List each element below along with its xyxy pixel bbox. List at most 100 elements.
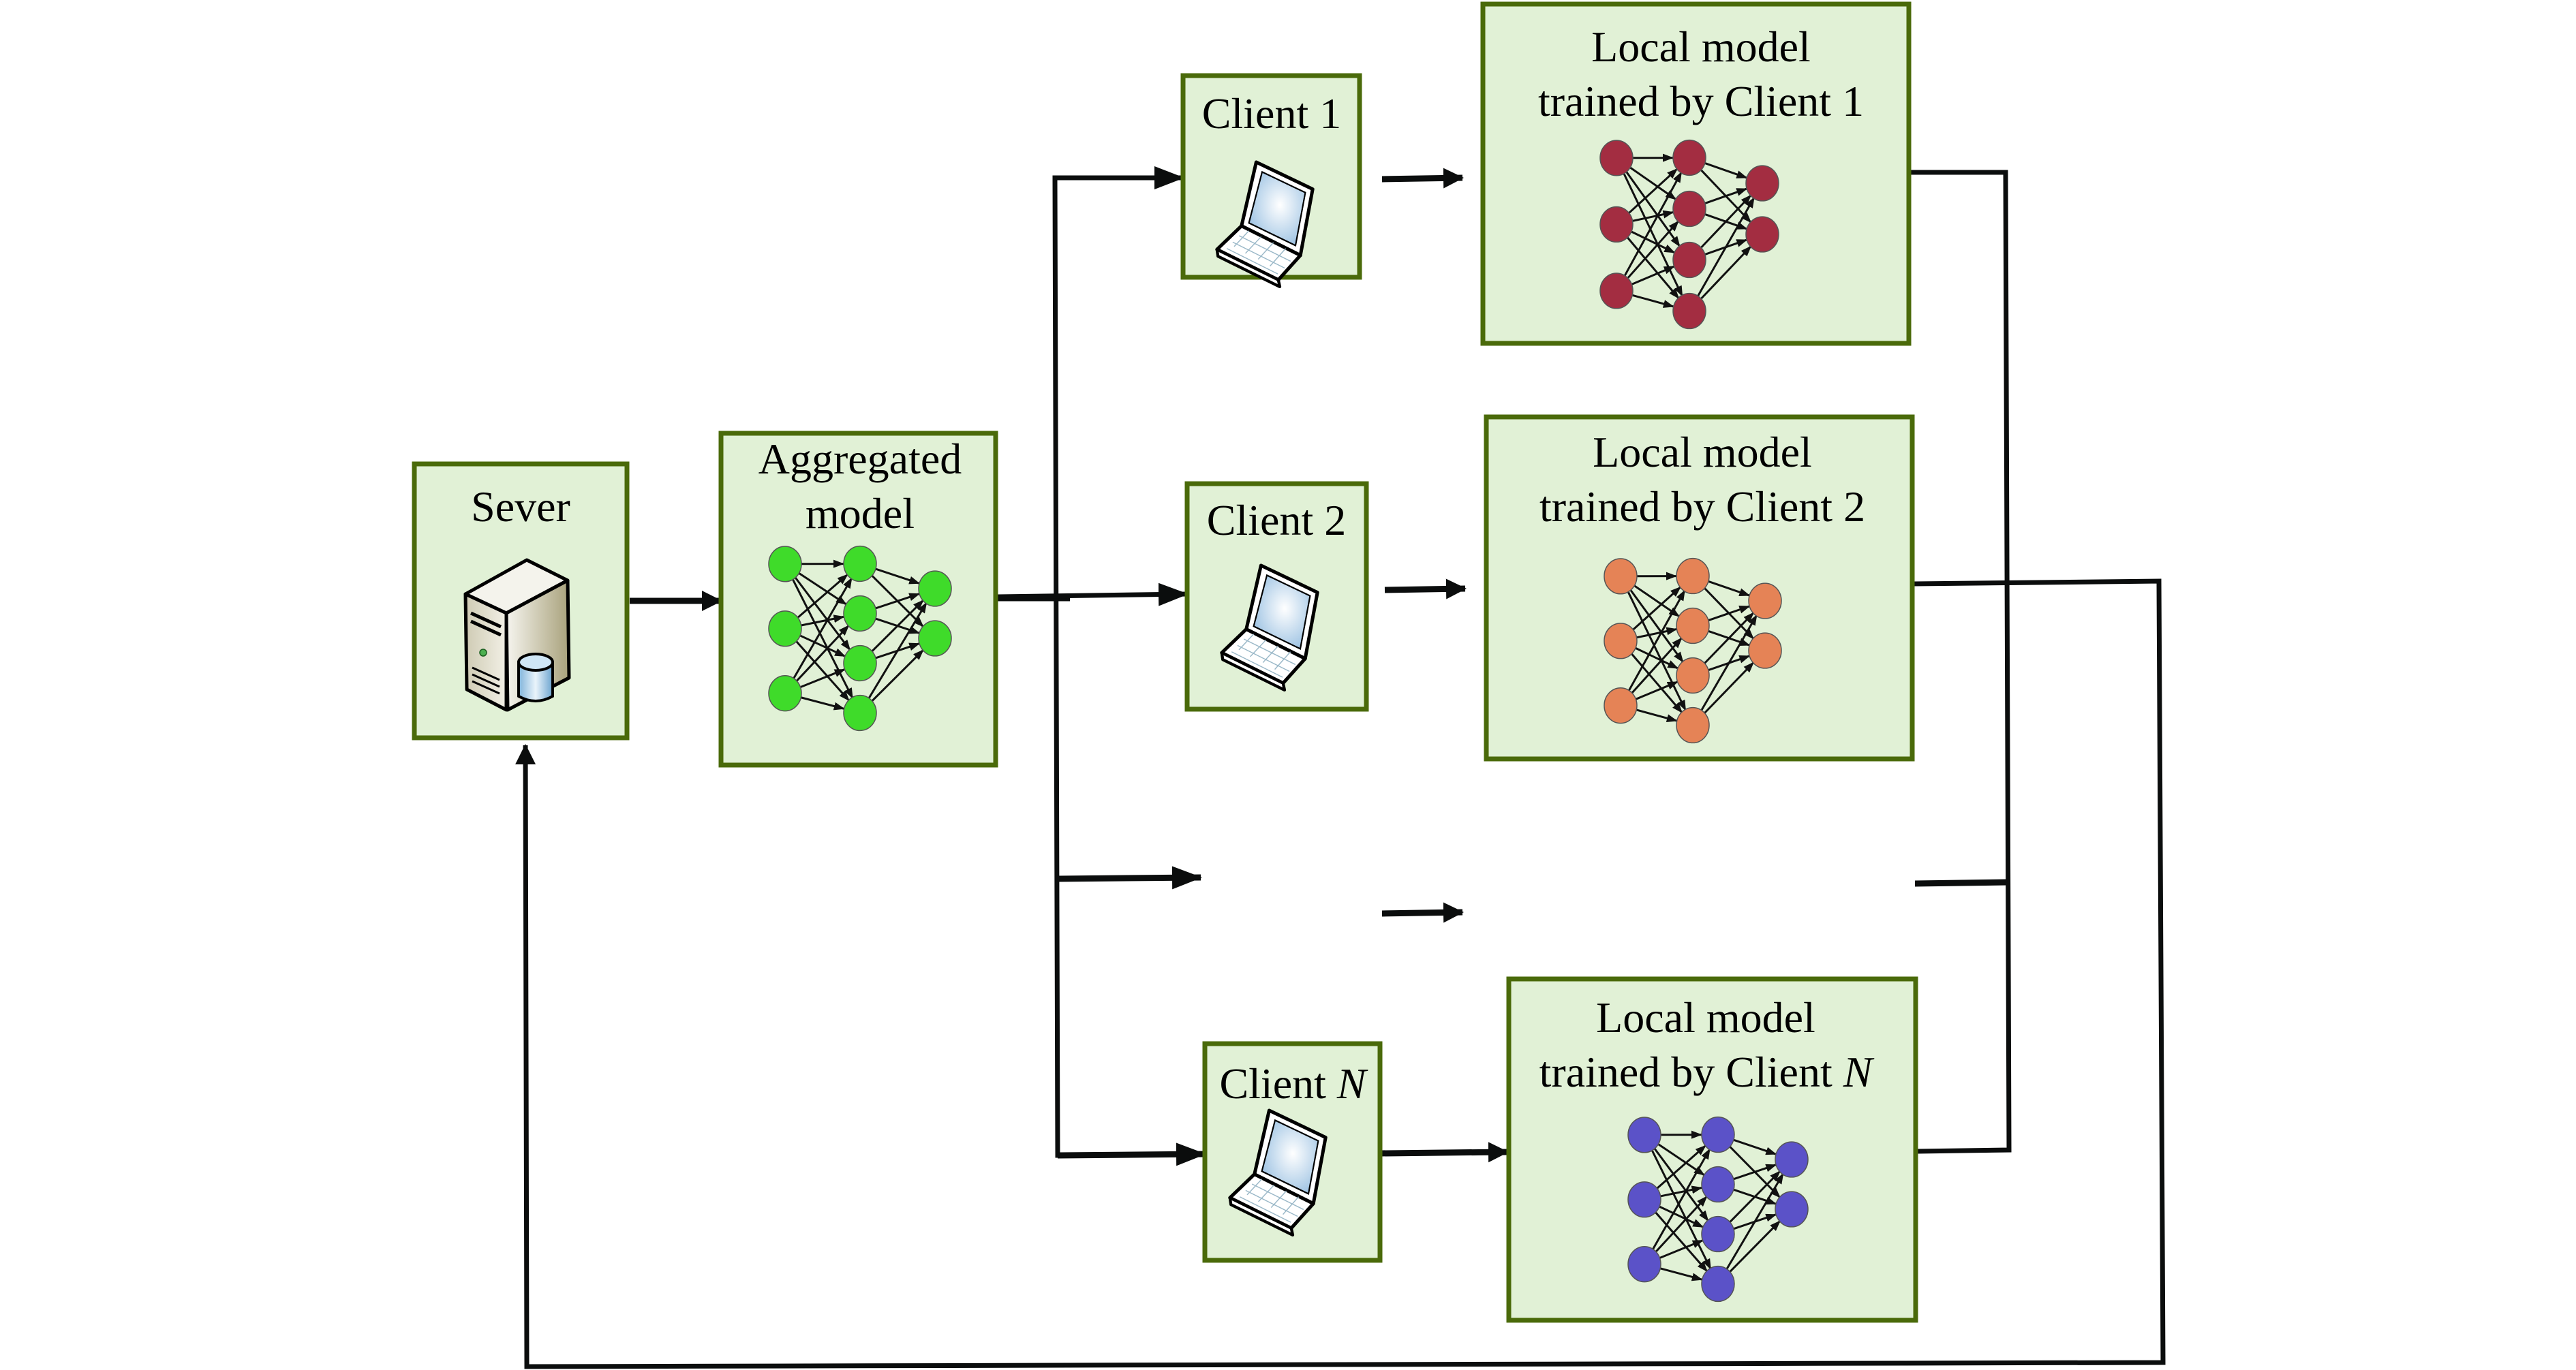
network-node	[1672, 139, 1706, 176]
network-edge	[870, 599, 925, 653]
network-edge	[1657, 1143, 1705, 1177]
network-node	[1676, 706, 1710, 744]
network-edge	[1627, 589, 1686, 692]
network-edge	[1704, 187, 1748, 204]
network-node	[843, 644, 877, 682]
local-model-1-label-line1: Local model	[1591, 22, 1811, 71]
arrow-to-client-ellipsis	[1057, 866, 1202, 890]
local-model-2-node[interactable]: Local model trained by Client 2	[1484, 414, 1915, 762]
network-edge	[1631, 294, 1674, 308]
network-edge	[1700, 614, 1758, 712]
network-node	[1701, 1265, 1735, 1303]
network-edge	[1728, 1220, 1781, 1273]
network-edge	[794, 576, 851, 651]
network-node	[1745, 216, 1779, 253]
network-edge	[1636, 709, 1678, 723]
network-edge	[1708, 605, 1751, 622]
server-database-icon	[463, 558, 571, 712]
network-edge	[1656, 1145, 1706, 1190]
network-node	[1604, 687, 1638, 724]
distribution-bus	[1052, 175, 1070, 1158]
network-node	[768, 546, 802, 582]
network-node	[1676, 657, 1710, 694]
network-edge	[800, 696, 845, 711]
feedback-loop	[515, 578, 2166, 1369]
network-edge	[1703, 661, 1755, 715]
network-node	[1745, 165, 1779, 202]
network-node	[1599, 206, 1634, 243]
client-2-node[interactable]: Client 2	[1184, 481, 1369, 712]
network-node	[1672, 292, 1706, 330]
local-model-1-node[interactable]: Local model trained by Client 1	[1480, 1, 1912, 346]
network-edge	[1631, 586, 1682, 631]
aggregated-model-node[interactable]: Aggregated model	[718, 431, 998, 768]
arrow-to-client-2	[996, 582, 1189, 606]
network-edge	[1659, 1239, 1704, 1259]
client-1-label: Client 1	[1202, 89, 1341, 138]
network-edge	[1728, 1170, 1781, 1224]
network-edge	[1655, 1196, 1708, 1254]
network-node	[1676, 607, 1710, 644]
network-edge	[1632, 210, 1674, 222]
network-edge	[1626, 220, 1680, 279]
network-edge	[1704, 162, 1748, 179]
network-node	[1775, 1191, 1809, 1228]
network-edge	[1653, 1147, 1709, 1222]
network-edge	[1700, 245, 1752, 300]
network-node	[1701, 1166, 1735, 1203]
collection-bus	[1910, 170, 2012, 1154]
arrow-client-n-to-local-n	[1381, 1142, 1509, 1163]
network-node	[843, 545, 877, 582]
network-edge	[1635, 681, 1678, 700]
network-edge	[795, 640, 850, 702]
client-n-node[interactable]: Client N	[1202, 1041, 1383, 1263]
network-edge	[1733, 1138, 1777, 1155]
network-node	[1672, 241, 1706, 279]
neural-network-icon	[1627, 1116, 1809, 1303]
network-edge	[801, 614, 845, 627]
network-node	[843, 694, 877, 732]
network-edge	[1622, 172, 1684, 297]
neural-network-icon	[1604, 557, 1782, 744]
network-node	[768, 610, 802, 647]
local-model-1-label-line2: trained by Client 1	[1538, 77, 1864, 125]
local-model-n-node[interactable]: Local model trained by Client N	[1506, 976, 1918, 1323]
neural-network-icon	[1599, 139, 1779, 330]
network-edge	[1627, 590, 1687, 711]
network-edge	[795, 624, 850, 683]
network-edge	[1629, 589, 1685, 663]
network-edge	[799, 668, 846, 689]
network-edge	[1733, 1164, 1777, 1181]
arrow-client-1-to-local-1	[1381, 168, 1464, 189]
aggregated-model-label-line2: model	[806, 489, 915, 538]
network-node	[1604, 558, 1638, 595]
neural-network-icon	[768, 545, 952, 732]
network-edge	[791, 578, 854, 699]
network-edge	[870, 649, 925, 702]
network-edge	[1708, 580, 1751, 597]
network-node	[1676, 557, 1710, 595]
network-node	[1627, 1245, 1661, 1283]
network-edge	[868, 602, 927, 700]
client-2-label: Client 2	[1207, 496, 1346, 544]
network-edge	[797, 574, 848, 619]
network-edge	[1630, 653, 1683, 714]
server-node[interactable]: Sever	[412, 461, 630, 741]
client-1-node[interactable]: Client 1	[1180, 73, 1362, 287]
network-edge	[1630, 637, 1683, 694]
arrow-client-2-to-local-2	[1384, 578, 1467, 600]
local-model-n-label-line2: trained by Client N	[1539, 1048, 1875, 1096]
network-edge	[1631, 265, 1675, 285]
network-edge	[1703, 612, 1755, 665]
local-model-2-label-line2: trained by Client 2	[1539, 482, 1865, 531]
network-edge	[1636, 627, 1678, 639]
network-node	[1701, 1215, 1735, 1253]
network-edge	[1623, 171, 1683, 277]
network-edge	[1659, 1205, 1704, 1228]
line-local-ellipsis-to-bus	[1914, 879, 2008, 887]
network-edge	[1659, 1267, 1703, 1281]
network-node	[1701, 1116, 1735, 1153]
local-model-n-label-line1: Local model	[1596, 993, 1815, 1042]
network-edge	[1626, 236, 1680, 300]
